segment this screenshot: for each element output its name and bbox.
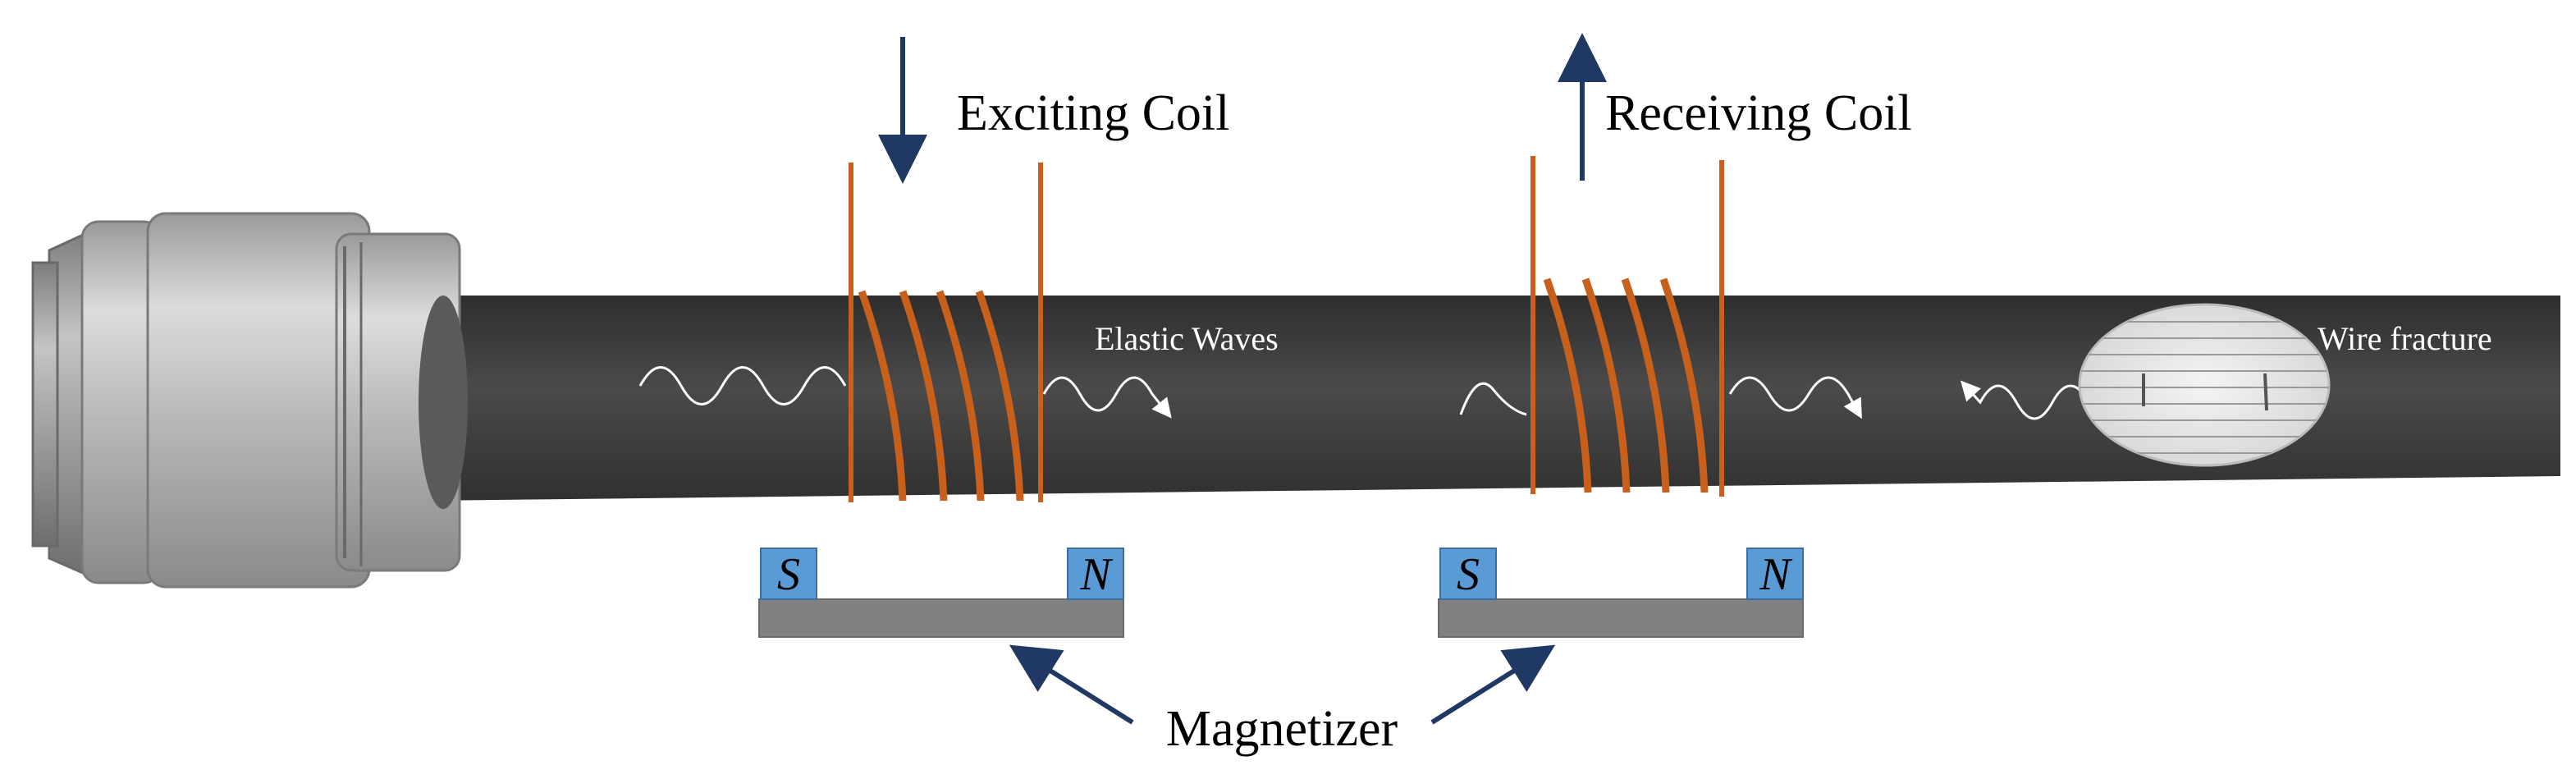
north-pole-right bbox=[1746, 548, 1804, 600]
south-pole-left bbox=[760, 548, 817, 600]
elastic-wave-reflected bbox=[1960, 380, 2090, 420]
receiving-coil-label: Receiving Coil bbox=[1605, 85, 1912, 141]
north-pole-left-label: N bbox=[1079, 549, 1113, 600]
elastic-waves-label: Elastic Waves bbox=[1095, 320, 1279, 357]
magnetizer-arrow-left bbox=[1009, 644, 1134, 725]
wire-fracture-label: Wire fracture bbox=[2317, 320, 2492, 357]
magnetizer-label: Magnetizer bbox=[1166, 701, 1398, 757]
exciting-coil-label: Exciting Coil bbox=[957, 85, 1229, 141]
north-pole-left bbox=[1067, 548, 1124, 600]
north-pole-right-label: N bbox=[1759, 549, 1792, 600]
elastic-wave-transmitted bbox=[1728, 376, 1862, 419]
elastic-wave-small bbox=[1459, 382, 1527, 416]
elastic-wave-propagating bbox=[1042, 376, 1172, 419]
exciting-coil bbox=[849, 163, 1043, 502]
magnetizer-arrow-right bbox=[1430, 644, 1556, 725]
south-pole-left-label: S bbox=[777, 549, 800, 600]
south-pole-right bbox=[1439, 548, 1497, 600]
magnetizer-right: S N bbox=[1438, 548, 1804, 638]
wire-fracture-detail bbox=[2078, 303, 2331, 467]
elastic-wave-incoming bbox=[638, 366, 847, 406]
receiving-coil bbox=[1531, 156, 1724, 497]
south-pole-right-label: S bbox=[1457, 549, 1480, 600]
anchor-head bbox=[31, 212, 468, 589]
magnetizer-left: S N bbox=[758, 548, 1124, 638]
